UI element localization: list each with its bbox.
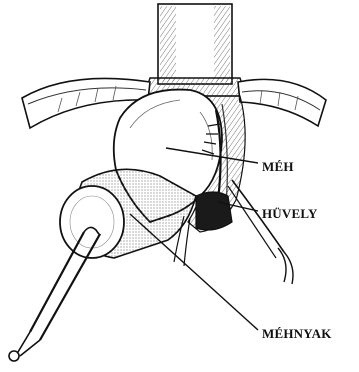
right-retractor bbox=[238, 79, 326, 126]
label-uterus: MÉH bbox=[262, 159, 294, 175]
label-cervix: MÉHNYAK bbox=[262, 326, 332, 342]
top-retractor bbox=[144, 4, 246, 96]
label-vagina: HÜVELY bbox=[262, 206, 318, 222]
vagina-cuff bbox=[196, 192, 232, 230]
